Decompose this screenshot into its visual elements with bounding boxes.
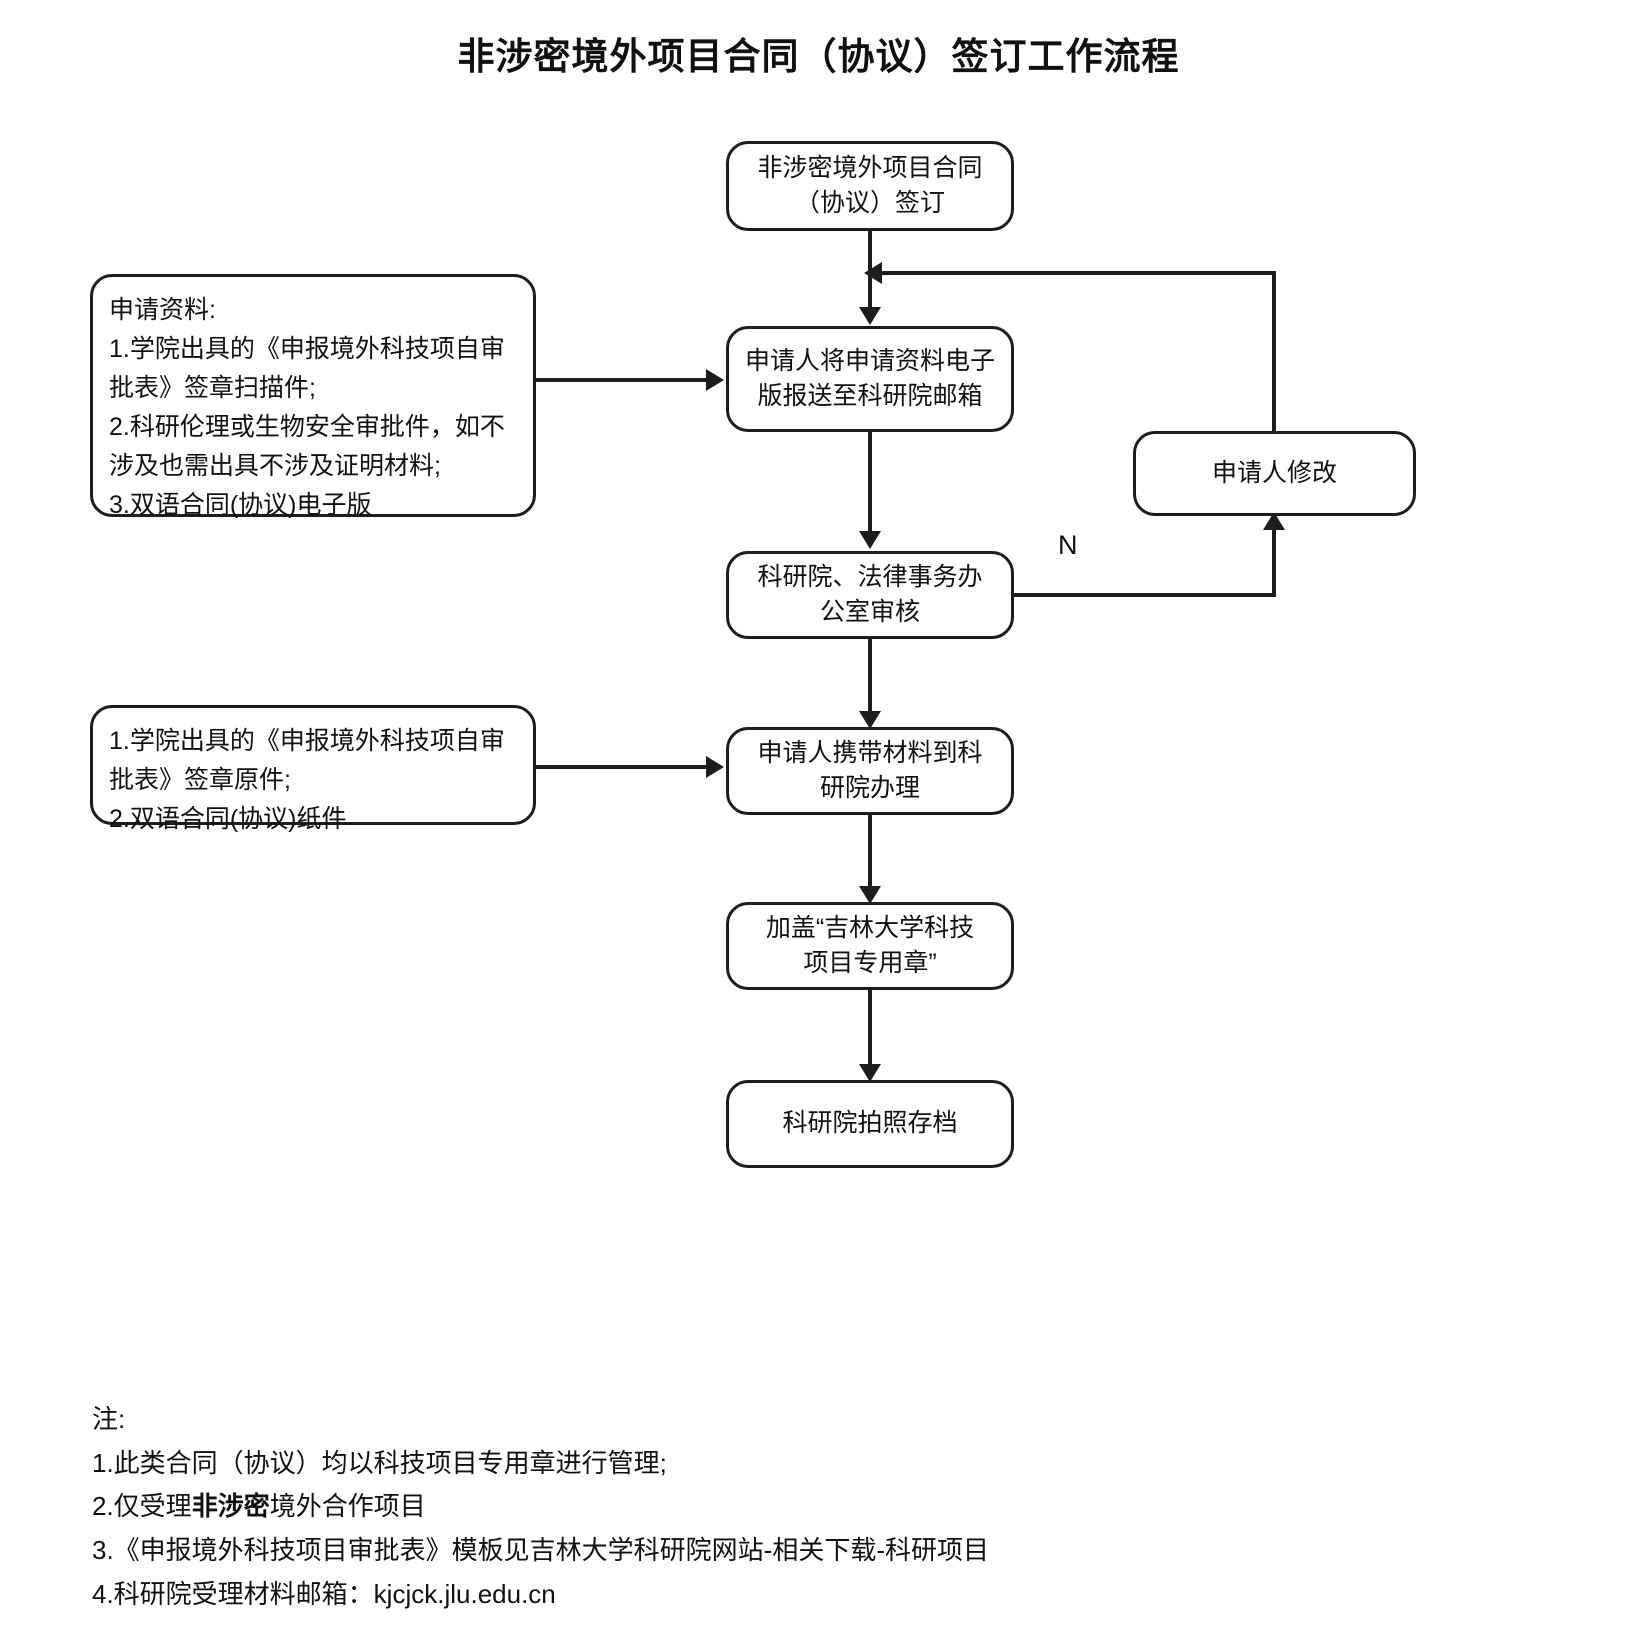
node-start-label: 非涉密境外项目合同 （协议）签订: [757, 153, 983, 218]
node-review-label: 科研院、法律事务办 公室审核: [757, 562, 983, 627]
node-stamp-label: 加盖“吉林大学科技 项目专用章”: [765, 913, 975, 978]
node-archive: 科研院拍照存档: [726, 1080, 1014, 1168]
node-start: 非涉密境外项目合同 （协议）签订: [726, 141, 1014, 231]
page-title: 非涉密境外项目合同（协议）签订工作流程: [457, 36, 1180, 77]
arrowhead-materials-paper-to-bring: [706, 756, 724, 778]
side-box-materials-electronic-label: 申请资料: 1.学院出具的《申报境外科技项自审 批表》签章扫描件; 2.科研伦理…: [109, 296, 505, 519]
side-box-materials-electronic: 申请资料: 1.学院出具的《申报境外科技项自审 批表》签章扫描件; 2.科研伦理…: [90, 274, 536, 519]
node-submit-label: 申请人将申请资料电子 版报送至科研院邮箱: [744, 346, 995, 411]
note-item-4: 4.科研院受理材料邮箱：kjcjck.jlu.edu.cn: [92, 1573, 1392, 1617]
note-3-text: 3.《申报境外科技项目审批表》模板见吉林大学科研院网站-相关下载-科研项目: [92, 1535, 990, 1566]
branch-label-no: N: [1058, 530, 1078, 560]
node-review: 科研院、法律事务办 公室审核: [726, 551, 1014, 639]
connector-review-to-revise-horizontal: [1012, 593, 1276, 597]
note-4-text: 4.科研院受理材料邮箱：kjcjck.jlu.edu.cn: [92, 1578, 556, 1609]
notes-heading: 注:: [92, 1404, 126, 1434]
connector-revise-to-submit-horizontal: [880, 271, 1276, 275]
node-revise-label: 申请人修改: [1211, 458, 1337, 487]
side-box-materials-paper-label: 1.学院出具的《申报境外科技项自审 批表》签章原件; 2.双语合同(协议)纸件: [109, 727, 505, 833]
connector-review-to-revise-vertical: [1272, 529, 1276, 595]
note-item-2: 2.仅受理非涉密境外合作项目: [92, 1485, 1392, 1529]
notes-block: 注: 1.此类合同（协议）均以科技项目专用章进行管理; 2.仅受理非涉密境外合作…: [92, 1398, 1392, 1616]
node-archive-label: 科研院拍照存档: [782, 1109, 958, 1138]
note-2-text-post: 境外合作项目: [269, 1491, 426, 1522]
arrowhead-revise-to-submit: [864, 262, 882, 284]
connector-submit-to-review: [868, 432, 872, 532]
node-stamp: 加盖“吉林大学科技 项目专用章”: [726, 902, 1014, 990]
connector-revise-to-submit-vertical: [1272, 271, 1276, 433]
note-item-3: 3.《申报境外科技项目审批表》模板见吉林大学科研院网站-相关下载-科研项目: [92, 1529, 1392, 1573]
arrowhead-materials-electronic-to-submit: [706, 369, 724, 391]
connector-bring-to-stamp: [868, 815, 872, 888]
note-2-text-pre: 2.仅受理: [92, 1491, 192, 1522]
connector-materials-electronic-to-submit: [536, 378, 708, 382]
note-1-text: 1.此类合同（协议）均以科技项目专用章进行管理;: [92, 1447, 667, 1478]
arrowhead-stamp-to-archive: [859, 1064, 881, 1082]
arrowhead-bring-to-stamp: [859, 886, 881, 904]
note-item-1: 1.此类合同（协议）均以科技项目专用章进行管理;: [92, 1442, 1392, 1486]
note-2-text-bold: 非涉密: [191, 1491, 270, 1522]
side-box-materials-paper: 1.学院出具的《申报境外科技项自审 批表》签章原件; 2.双语合同(协议)纸件: [90, 705, 536, 833]
arrowhead-review-to-revise: [1263, 512, 1285, 530]
node-bring-label: 申请人携带材料到科 研院办理: [757, 738, 983, 803]
node-submit: 申请人将申请资料电子 版报送至科研院邮箱: [726, 326, 1014, 432]
connector-materials-paper-to-bring: [536, 765, 708, 769]
arrowhead-submit-to-review: [859, 531, 881, 549]
node-revise: 申请人修改: [1133, 431, 1416, 516]
connector-review-to-bring: [868, 639, 872, 713]
arrowhead-start-to-submit: [859, 307, 881, 325]
node-bring: 申请人携带材料到科 研院办理: [726, 727, 1014, 815]
connector-stamp-to-archive: [868, 990, 872, 1066]
arrowhead-review-to-bring: [859, 711, 881, 729]
